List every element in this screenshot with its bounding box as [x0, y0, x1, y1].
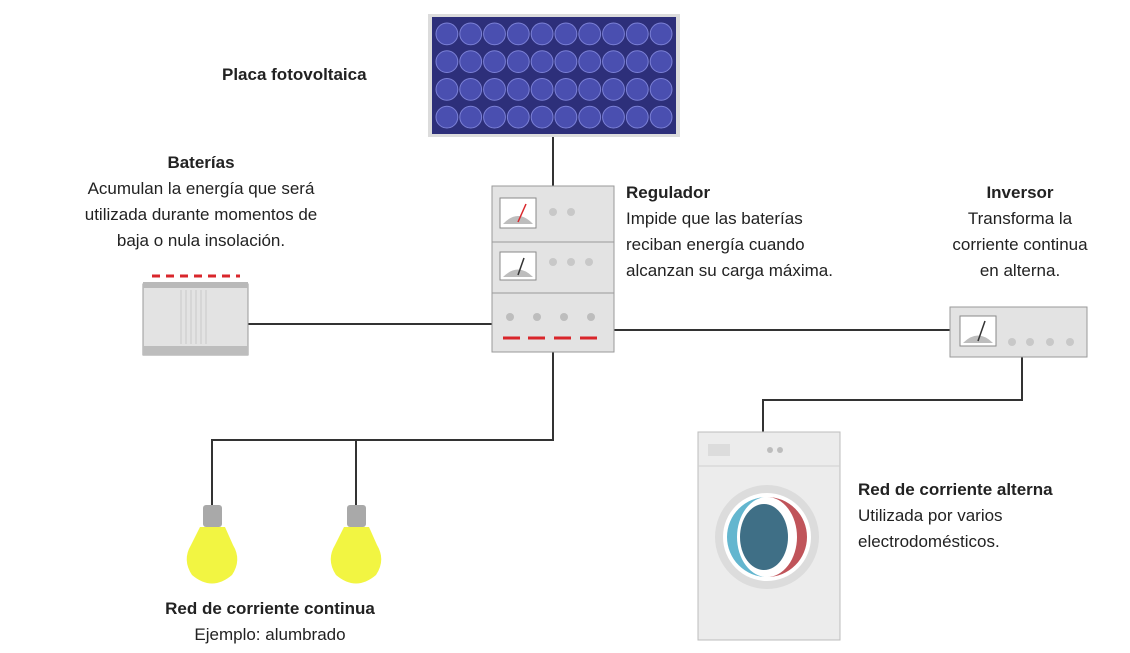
panel-cell	[578, 50, 602, 74]
panel-cell	[483, 105, 506, 129]
panel-cell	[459, 77, 483, 101]
batteries-desc-line: Acumulan la energía que será	[87, 179, 315, 198]
panel-cell	[506, 105, 530, 129]
panel-cell	[625, 77, 649, 101]
batteries-desc-line: utilizada durante momentos de	[84, 205, 318, 224]
ac-network-desc-line: electrodomésticos.	[858, 532, 1000, 551]
panel-cell	[506, 50, 530, 74]
inverter-device	[949, 306, 1088, 358]
panel-cell	[483, 22, 506, 46]
battery	[142, 274, 249, 356]
batteries-label: Baterías Acumulan la energía que será ut…	[36, 150, 366, 254]
panel-cell	[649, 22, 673, 46]
regulator-desc-line: alcanzan su carga máxima.	[626, 261, 833, 280]
panel-cell	[578, 22, 602, 46]
dc-network-title: Red de corriente continua	[165, 599, 375, 618]
solar-panel	[428, 14, 680, 137]
panel-cell	[459, 50, 483, 74]
panel-cell	[554, 105, 578, 129]
panel-cell	[554, 50, 578, 74]
panel-cell	[649, 105, 673, 129]
panel-cell	[459, 22, 483, 46]
regulator-label: Regulador Impide que las baterías reciba…	[626, 180, 833, 284]
inverter-desc-line: Transforma la	[967, 209, 1073, 228]
panel-cell	[649, 50, 673, 74]
inverter-desc-line: en alterna.	[979, 261, 1061, 280]
regulator-meter-1	[499, 197, 575, 229]
dc-network-label: Red de corriente continua Ejemplo: alumb…	[100, 596, 440, 648]
panel-cell	[459, 105, 483, 129]
panel-cell	[625, 22, 649, 46]
panel-cell	[578, 105, 602, 129]
batteries-desc-line: baja o nula insolación.	[116, 231, 286, 250]
solar-panel-label: Placa fotovoltaica	[222, 62, 367, 88]
panel-cell	[483, 77, 506, 101]
regulator-meter-2	[499, 251, 593, 281]
panel-cell	[435, 50, 459, 74]
panel-cell	[483, 50, 506, 74]
panel-cell	[602, 50, 625, 74]
panel-cell	[530, 50, 554, 74]
panel-cell	[625, 105, 649, 129]
panel-cell	[554, 22, 578, 46]
ac-network-title: Red de corriente alterna	[858, 480, 1053, 499]
panel-cell	[625, 50, 649, 74]
regulator-desc-line: Impide que las baterías	[626, 209, 803, 228]
inverter-title: Inversor	[986, 183, 1054, 202]
panel-cell	[435, 105, 459, 129]
panel-cell	[649, 77, 673, 101]
panel-cell	[435, 22, 459, 46]
regulator-desc-line: reciban energía cuando	[626, 235, 805, 254]
solar-panel-title: Placa fotovoltaica	[222, 65, 367, 84]
panel-cell	[506, 22, 530, 46]
panel-cell	[506, 77, 530, 101]
batteries-title: Baterías	[167, 153, 235, 172]
panel-cell	[602, 77, 625, 101]
ac-network-label: Red de corriente alterna Utilizada por v…	[858, 477, 1053, 555]
panel-cell	[578, 77, 602, 101]
light-bulb-icon	[186, 505, 238, 584]
regulator-device	[491, 185, 615, 353]
light-bulb-icon	[330, 505, 382, 584]
ac-network-desc-line: Utilizada por varios	[858, 506, 1003, 525]
washing-machine-icon	[697, 431, 841, 641]
inverter-desc-line: corriente continua	[952, 235, 1088, 254]
panel-cell	[554, 77, 578, 101]
wiring	[211, 137, 1023, 505]
dc-network-desc-line: Ejemplo: alumbrado	[194, 625, 346, 644]
regulator-title: Regulador	[626, 183, 711, 202]
panel-cell	[530, 22, 554, 46]
inverter-label: Inversor Transforma la corriente continu…	[920, 180, 1120, 284]
panel-cell	[530, 77, 554, 101]
panel-cell	[435, 77, 459, 101]
panel-cell	[530, 105, 554, 129]
panel-cell	[602, 105, 625, 129]
panel-cell	[602, 22, 625, 46]
